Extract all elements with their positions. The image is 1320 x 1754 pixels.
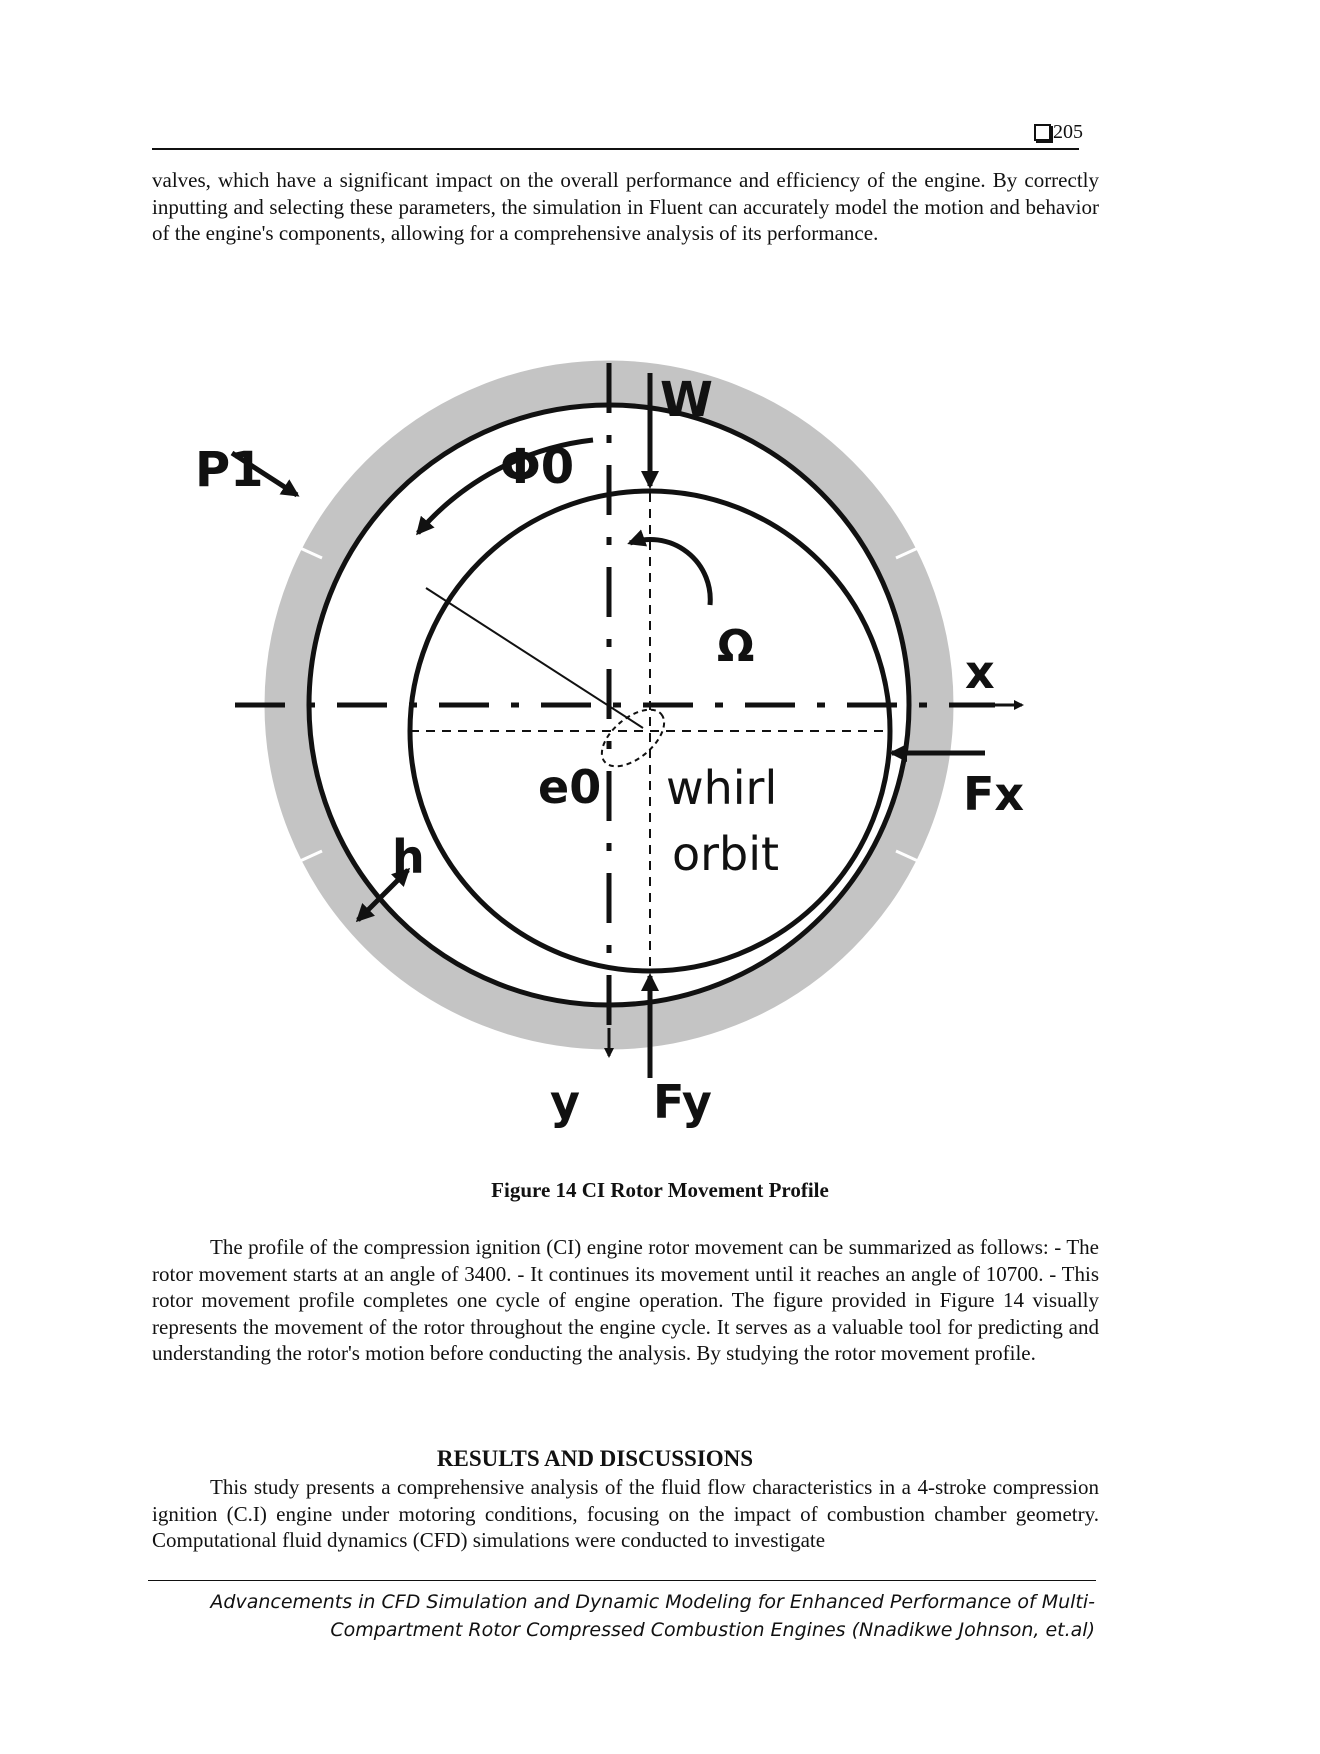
- figure-caption: Figure 14 CI Rotor Movement Profile: [491, 1178, 829, 1202]
- header-rule: [152, 148, 1079, 150]
- housing-ticks: [299, 546, 919, 863]
- section-heading: RESULTS AND DISCUSSIONS: [436, 1446, 754, 1471]
- checkbox-glyph-icon: [1034, 124, 1051, 141]
- paragraph-results: This study presents a comprehensive anal…: [152, 1475, 1099, 1552]
- phi0-arrow: [416, 437, 594, 536]
- footer-line-2: Compartment Rotor Compressed Combustion …: [330, 1619, 1095, 1641]
- label-y: y: [550, 1075, 580, 1129]
- label-p1: P1: [195, 442, 264, 498]
- label-orbit: orbit: [672, 827, 779, 881]
- page-number-text: 205: [1053, 121, 1083, 143]
- label-phi0: Φ0: [500, 439, 574, 495]
- omega-arrow: [627, 529, 713, 606]
- p1-arrow: [230, 450, 300, 498]
- paragraph-rotor-profile: The profile of the compression ignition …: [152, 1235, 1099, 1365]
- label-omega: Ω: [717, 621, 754, 672]
- page-number: 205: [1034, 121, 1083, 144]
- h-clearance-arrow: [355, 867, 411, 923]
- label-whirl: whirl: [666, 761, 777, 815]
- label-fy: Fy: [653, 1075, 712, 1129]
- label-x: x: [965, 645, 995, 699]
- label-w: W: [660, 372, 713, 428]
- attitude-line: [425, 587, 644, 729]
- whirl-orbit-ellipse: [600, 708, 666, 768]
- running-footer: Advancements in CFD Simulation and Dynam…: [195, 1588, 1095, 1644]
- footer-rule: [148, 1580, 1096, 1581]
- label-fx: Fx: [963, 767, 1024, 821]
- paper-page: 205 valves, which have a significant imp…: [148, 121, 1099, 1644]
- label-h: h: [392, 830, 425, 884]
- footer-line-1: Advancements in CFD Simulation and Dynam…: [210, 1591, 1095, 1613]
- paragraph-intro: valves, which have a significant impact …: [152, 168, 1099, 245]
- label-e0: e0: [538, 760, 601, 814]
- rotor-movement-figure: W P1 Φ0 Ω x Fx e0 whirl orbit h y Fy: [195, 360, 1024, 1129]
